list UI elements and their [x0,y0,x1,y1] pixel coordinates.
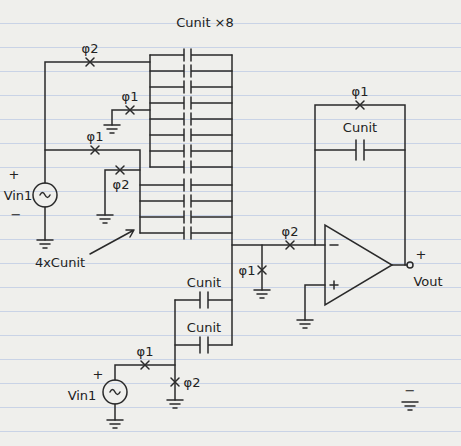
phase-label: φ1 [87,130,104,143]
wire [115,365,175,380]
switch [91,146,99,154]
polarity-sign: + [416,248,427,261]
wire [44,207,46,240]
capacitor-array-4x [140,179,232,239]
leader-arrow [90,230,134,254]
polarity-sign: + [93,368,104,381]
opamp-input-signs [330,245,338,289]
phase-label: φ2 [82,42,99,55]
switch [286,241,294,249]
switch [126,106,134,114]
output-terminal [407,262,413,268]
phase-label: φ1 [352,85,369,98]
opamp-symbol [325,225,392,305]
ground-symbol [402,402,418,410]
capacitor-label: Cunit [343,121,377,134]
switch [86,58,94,66]
capacitor [315,140,405,160]
polarity-sign: − [11,208,22,221]
source-wave [40,193,50,198]
wire [45,150,140,233]
feedback-wire [315,105,405,265]
switch [356,101,364,109]
wire [305,285,325,320]
wire [45,62,150,183]
polarity-sign: − [405,384,416,397]
phase-label: φ2 [113,178,130,191]
capacitor [175,292,232,353]
ground-symbol [297,320,313,328]
ground-symbol [37,240,53,248]
source-name: Vin1 [68,389,97,402]
array-label: 4xCunit [35,256,85,269]
capacitor-label: Cunit [187,276,221,289]
source-name: Vin1 [4,189,33,202]
ground-symbol [167,400,183,408]
polarity-sign: + [9,168,20,181]
switch [258,266,266,274]
phase-label: φ2 [282,225,299,238]
voltage-source [103,380,127,404]
wire [261,245,263,290]
wire [114,404,116,420]
switch [171,378,179,386]
wire [174,300,176,400]
switch [141,361,149,369]
ground-symbol [254,290,270,298]
phase-label: φ2 [184,376,201,389]
bus-wire [231,55,233,345]
source-wave [110,390,120,395]
capacitor-array-8x [150,49,232,173]
bus-wire [149,55,151,167]
ground-symbol [107,420,123,428]
array-label: Cunit ×8 [176,16,234,29]
capacitor-label: Cunit [187,321,221,334]
switch [116,166,124,174]
wire [105,170,140,215]
voltage-source [33,183,57,207]
phase-label: φ1 [122,90,139,103]
phase-label: φ1 [239,264,256,277]
ground-symbol [104,125,120,133]
phase-label: φ1 [137,345,154,358]
ground-symbol [97,215,113,223]
output-name: Vout [413,275,442,288]
wire [112,110,150,125]
wire [232,244,325,246]
